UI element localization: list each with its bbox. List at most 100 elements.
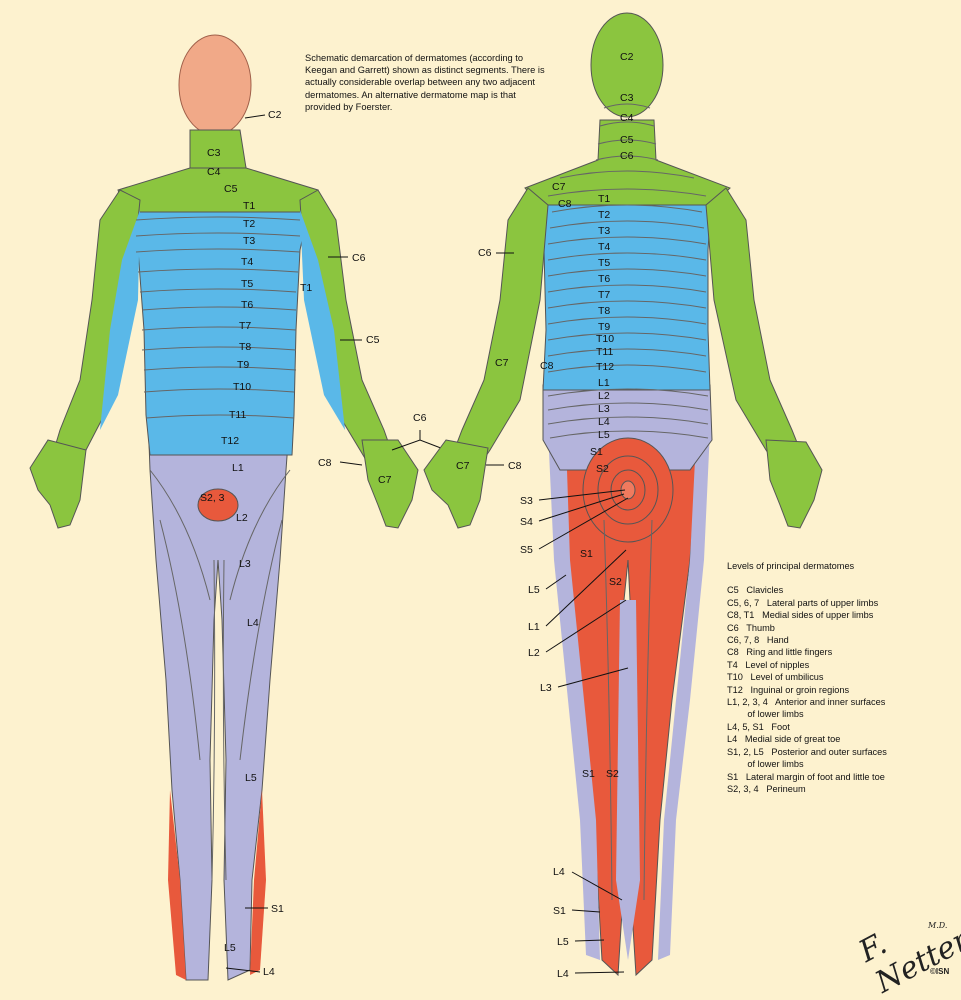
back-label-t10: T10	[596, 333, 614, 345]
back-label-c5: C5	[620, 134, 634, 146]
legend-line: C5 Clavicles	[727, 584, 959, 596]
front-label-t7: T7	[239, 320, 251, 332]
signature-isbn: ©ISN	[930, 967, 949, 976]
back-label-l2-side: L2	[528, 647, 540, 659]
front-label-c6-hand: C6	[413, 412, 427, 424]
back-label-t8: T8	[598, 305, 610, 317]
legend-line: T10 Level of umbilicus	[727, 671, 959, 683]
back-label-t5: T5	[598, 257, 610, 269]
back-label-c8: C8	[558, 198, 572, 210]
front-label-l3: L3	[239, 558, 251, 570]
back-label-c7: C7	[552, 181, 566, 193]
back-label-t9: T9	[598, 321, 610, 333]
back-label-c6-arm: C6	[478, 247, 492, 259]
legend-line: L4 Medial side of great toe	[727, 733, 959, 745]
front-label-t4: T4	[241, 256, 253, 268]
back-label-t11: T11	[596, 346, 613, 358]
back-label-s1-ankle: S1	[553, 905, 566, 917]
front-label-t11: T11	[229, 409, 246, 421]
back-label-s1: S1	[590, 446, 603, 458]
front-label-t1-arm: T1	[300, 282, 312, 294]
dermatome-legend: Levels of principal dermatomes C5 Clavic…	[727, 560, 959, 795]
legend-line: T12 Inguinal or groin regions	[727, 684, 959, 696]
front-head	[179, 35, 251, 135]
front-label-c8-hand: C8	[318, 457, 332, 469]
back-label-l1-side: L1	[528, 621, 540, 633]
back-label-c8-hand: C8	[508, 460, 522, 472]
back-label-l5-ankle: L5	[557, 936, 569, 948]
schematic-note: Schematic demarcation of dermatomes (acc…	[305, 52, 550, 113]
back-label-l1: L1	[598, 377, 610, 389]
legend-line: S2, 3, 4 Perineum	[727, 783, 959, 795]
back-label-l5: L5	[598, 429, 610, 441]
back-label-t7: T7	[598, 289, 610, 301]
back-label-l4-ankle: L4	[553, 866, 565, 878]
back-label-l2: L2	[598, 390, 610, 402]
front-label-t5: T5	[241, 278, 253, 290]
front-label-t1: T1	[243, 200, 255, 212]
signature-script: F. Netter	[853, 892, 961, 1000]
front-label-l1: L1	[232, 462, 244, 474]
back-label-s5: S5	[520, 544, 533, 556]
back-label-s1-calf: S1	[582, 768, 595, 780]
front-label-t9: T9	[237, 359, 249, 371]
legend-line: T4 Level of nipples	[727, 659, 959, 671]
legend-line: S1 Lateral margin of foot and little toe	[727, 771, 959, 783]
front-figure	[30, 35, 418, 980]
back-label-t6: T6	[598, 273, 610, 285]
front-label-l4-foot: L4	[263, 966, 275, 978]
legend-line: C5, 6, 7 Lateral parts of upper limbs	[727, 597, 959, 609]
back-label-s2-calf: S2	[606, 768, 619, 780]
back-label-s1-leg: S1	[580, 548, 593, 560]
legend-title: Levels of principal dermatomes	[727, 560, 959, 572]
legend-line: C8, T1 Medial sides of upper limbs	[727, 609, 959, 621]
back-label-t3: T3	[598, 225, 610, 237]
front-label-t8: T8	[239, 341, 251, 353]
front-label-t2: T2	[243, 218, 255, 230]
front-label-l4: L4	[247, 617, 259, 629]
front-label-l5-foot: L5	[224, 942, 236, 954]
back-label-l5-side: L5	[528, 584, 540, 596]
back-label-s2: S2	[596, 463, 609, 475]
front-hand-right	[30, 440, 86, 528]
front-label-l2: L2	[236, 512, 248, 524]
back-label-c3: C3	[620, 92, 634, 104]
back-label-c4: C4	[620, 112, 634, 124]
back-hand-left	[766, 440, 822, 528]
back-label-c7-hand: C7	[456, 460, 470, 472]
signature-md: M.D.	[928, 921, 947, 930]
front-trunk	[125, 195, 312, 455]
back-label-t2: T2	[598, 209, 610, 221]
back-label-c2: C2	[620, 51, 634, 63]
back-label-l3: L3	[598, 403, 610, 415]
legend-line: of lower limbs	[727, 708, 959, 720]
front-label-t6: T6	[241, 299, 253, 311]
legend-line: C6 Thumb	[727, 622, 959, 634]
front-label-t10: T10	[233, 381, 251, 393]
back-label-l4: L4	[598, 416, 610, 428]
back-thoracic	[540, 190, 712, 390]
back-label-t1: T1	[598, 193, 610, 205]
back-label-c7-arm: C7	[495, 357, 509, 369]
front-label-s1: S1	[271, 903, 284, 915]
front-label-s23: S2, 3	[200, 492, 225, 504]
legend-line: C8 Ring and little fingers	[727, 646, 959, 658]
back-label-s2-leg: S2	[609, 576, 622, 588]
back-label-s4: S4	[520, 516, 533, 528]
back-hand-right	[424, 440, 488, 528]
front-label-t12: T12	[221, 435, 239, 447]
back-label-s3: S3	[520, 495, 533, 507]
front-label-c5: C5	[224, 183, 238, 195]
back-label-t12: T12	[596, 361, 614, 373]
front-label-c5-arm: C5	[366, 334, 380, 346]
legend-line: S1, 2, L5 Posterior and outer surfaces	[727, 746, 959, 758]
legend-line: C6, 7, 8 Hand	[727, 634, 959, 646]
front-label-l5: L5	[245, 772, 257, 784]
front-label-c3: C3	[207, 147, 221, 159]
legend-line: L4, 5, S1 Foot	[727, 721, 959, 733]
back-arm-left	[706, 188, 808, 480]
front-label-t3: T3	[243, 235, 255, 247]
